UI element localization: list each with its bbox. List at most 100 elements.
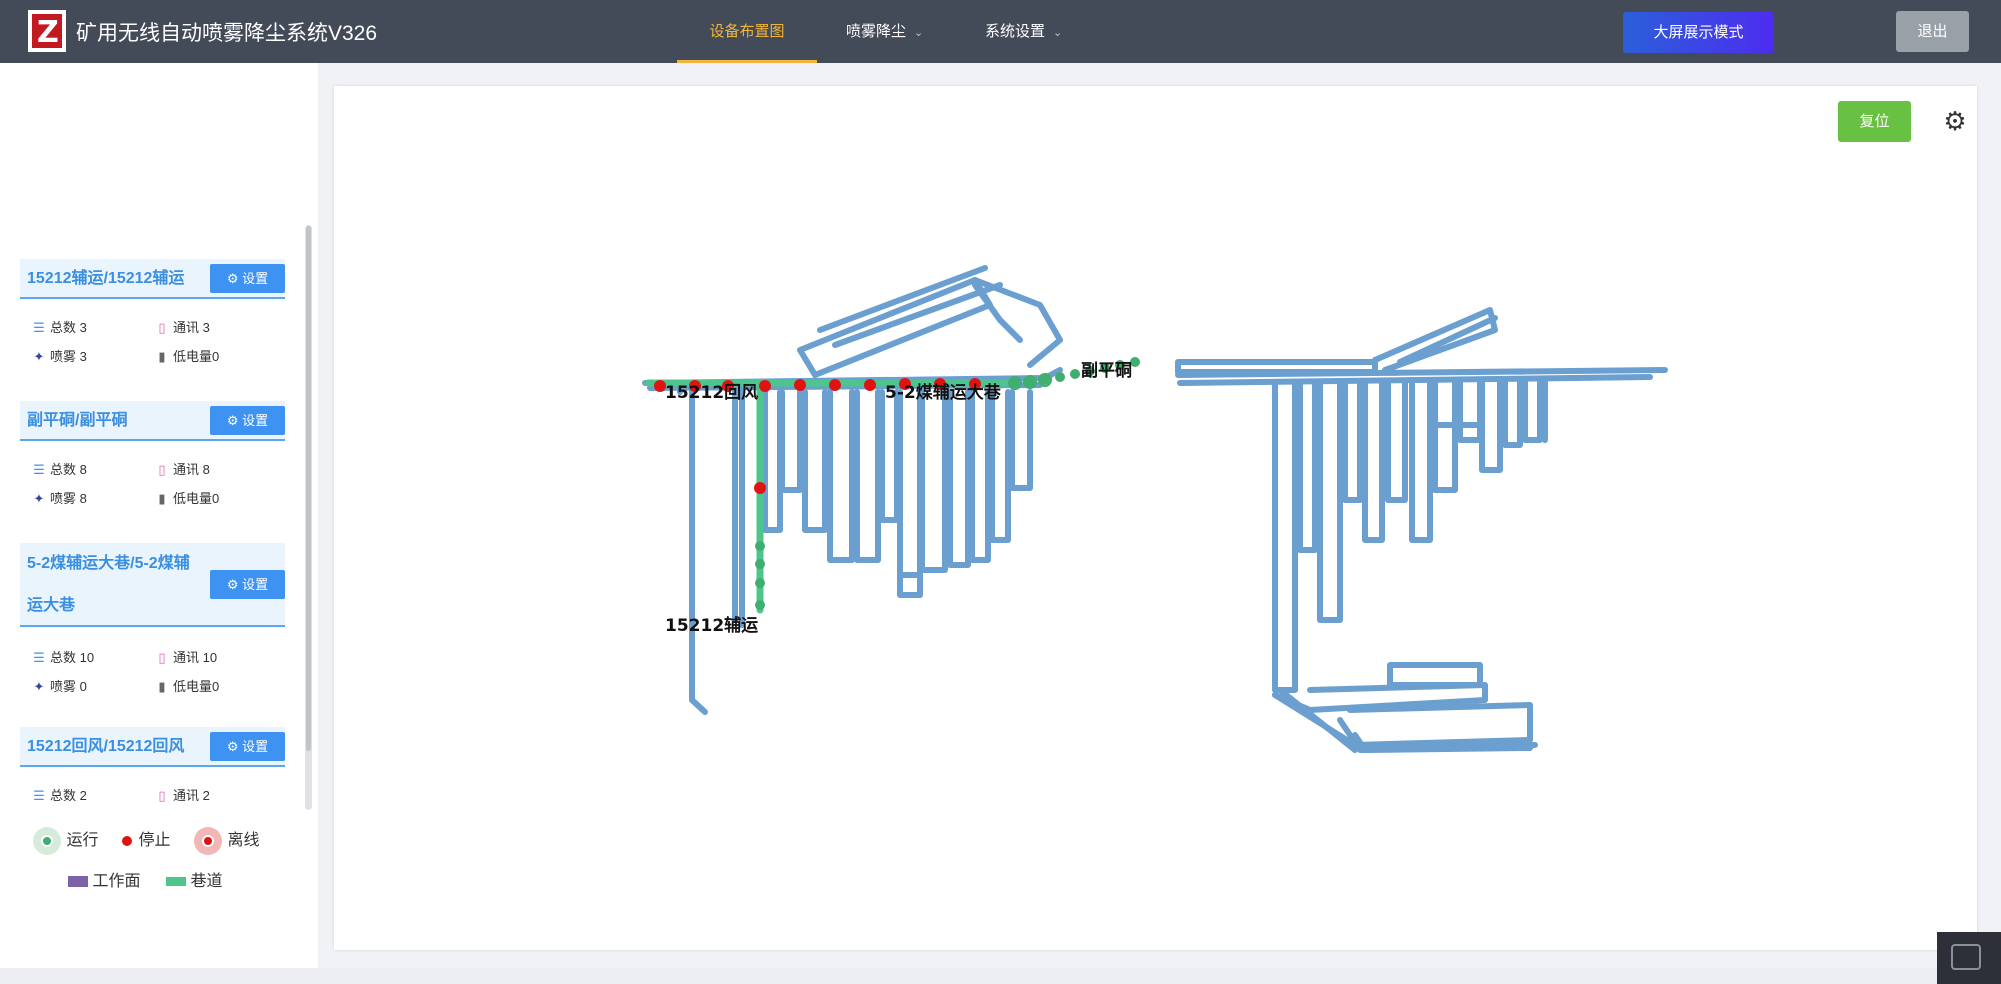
running-device-marker[interactable] [755,541,765,551]
running-device-marker[interactable] [755,578,765,588]
roadway-network-east [1175,307,1668,753]
stat-total: ☰总数 2 [30,785,87,804]
stopped-device-marker[interactable] [829,379,841,391]
group-header: 5-2煤辅运大巷/5-2煤辅运大巷 ⚙ 设置 [20,543,285,627]
stopped-devices [654,378,981,494]
legend-label: 停止 [138,832,171,850]
running-device-marker[interactable] [755,559,765,569]
stat-value: 10 [202,650,218,665]
stopped-device-marker[interactable] [864,379,876,391]
stat-label: 总数 [50,650,77,665]
legend-label: 离线 [227,832,260,850]
running-device-marker[interactable] [1055,372,1065,382]
nav-tab-label: 设备布置图 [709,23,785,40]
stopped-device-marker[interactable] [754,482,766,494]
group-settings-button[interactable]: ⚙ 设置 [210,264,285,293]
running-device-marker[interactable] [1025,377,1035,387]
running-device-marker[interactable] [1040,375,1050,385]
reset-button[interactable]: 复位 [1838,101,1911,142]
stat-total: ☰总数 10 [30,647,94,666]
stat-low-battery: ▮低电量0 [153,346,219,365]
stat-label: 通讯 [173,788,200,803]
running-device-marker[interactable] [755,600,765,610]
floating-widget-button[interactable] [1937,932,2001,984]
spray-nozzle-icon: ✦ [33,491,45,506]
workface-swatch [68,876,88,888]
layers-icon: ☰ [33,462,45,477]
sidebar-scrollbar-thumb[interactable] [306,226,311,751]
legend-label: 巷道 [190,873,223,890]
sidebar [0,63,318,968]
stat-label: 喷雾 [50,491,77,506]
group-header: 15212回风/15212回风 ⚙ 设置 [20,727,285,767]
layers-icon: ☰ [33,650,45,665]
stat-spray: ✦喷雾 0 [30,676,87,695]
layers-icon: ☰ [33,788,45,803]
stopped-device-marker[interactable] [969,378,981,390]
stat-label: 通讯 [173,462,200,477]
stat-value: 0 [212,679,220,694]
device-group: 副平硐/副平硐 ⚙ 设置 ☰总数 8 ▯通讯 8 ✦喷雾 8 ▮低电量0 [20,401,285,509]
gear-icon[interactable]: ⚙ [1943,106,1967,136]
radio-device-icon: ▯ [158,788,166,803]
roadway-network [642,265,1063,715]
group-settings-button[interactable]: ⚙ 设置 [210,570,285,599]
offline-status-icon [194,827,222,855]
bigscreen-mode-button[interactable]: 大屏展示模式 [1623,12,1774,53]
stopped-device-marker[interactable] [689,380,701,392]
stat-value: 0 [212,349,220,364]
stat-value: 8 [79,462,87,477]
group-settings-button[interactable]: ⚙ 设置 [210,732,285,761]
group-stats: ☰总数 10 ▯通讯 10 ✦喷雾 0 ▮低电量0 [20,639,285,697]
spray-nozzle-icon: ✦ [33,679,45,694]
gear-icon: ⚙ [226,271,239,286]
stat-comm: ▯通讯 3 [153,317,209,336]
group-title: 15212辅运/15212辅运 [27,270,185,287]
group-title: 15212回风/15212回风 [27,738,185,755]
gear-icon: ⚙ [226,739,239,754]
running-status-icon [33,827,61,855]
layers-icon: ☰ [33,320,45,335]
exit-button[interactable]: 退出 [1896,11,1969,52]
battery-icon: ▮ [158,679,166,694]
stat-value: 3 [79,349,87,364]
nav-tab-device-layout[interactable]: 设备布置图 [677,0,817,63]
stat-label: 总数 [50,462,77,477]
top-header: Z 矿用无线自动喷雾降尘系统V326 设备布置图 喷雾降尘⌄ 系统设置⌄ 大屏展… [0,0,2001,63]
group-header: 副平硐/副平硐 ⚙ 设置 [20,401,285,441]
stat-value: 8 [79,491,87,506]
map-label-return-air: 15212回风 [665,383,758,403]
running-devices [755,357,1140,610]
battery-icon: ▮ [158,491,166,506]
running-device-marker[interactable] [1070,369,1080,379]
stopped-device-marker[interactable] [722,380,734,392]
group-stats: ☰总数 3 ▯通讯 3 ✦喷雾 3 ▮低电量0 [20,309,285,367]
radio-device-icon: ▯ [158,320,166,335]
stat-label: 低电量 [173,349,213,364]
group-settings-button[interactable]: ⚙ 设置 [210,406,285,435]
map-panel [334,86,1977,950]
stopped-device-marker[interactable] [794,379,806,391]
running-device-marker[interactable] [1100,363,1110,373]
stopped-device-marker[interactable] [759,380,771,392]
stopped-device-marker[interactable] [934,378,946,390]
running-device-marker[interactable] [1130,357,1140,367]
nav-tab-spray-dust[interactable]: 喷雾降尘⌄ [846,0,923,63]
stat-value: 2 [79,788,87,803]
stat-total: ☰ 总数 8 [30,459,87,478]
map-label-adit: 副平硐 [1081,361,1132,381]
stat-label: 总数 [50,320,77,335]
gear-icon: ⚙ [226,413,239,428]
stopped-device-marker[interactable] [654,380,666,392]
nav-tab-system-settings[interactable]: 系统设置⌄ [985,0,1062,63]
radio-device-icon: ▯ [158,462,166,477]
stat-value: 3 [79,320,87,335]
radio-device-icon: ▯ [158,650,166,665]
stopped-device-marker[interactable] [899,378,911,390]
running-device-marker[interactable] [1115,360,1125,370]
running-device-marker[interactable] [1085,366,1095,376]
spray-nozzle-icon: ✦ [33,349,45,364]
stat-value: 2 [202,788,210,803]
running-device-marker[interactable] [1010,378,1020,388]
